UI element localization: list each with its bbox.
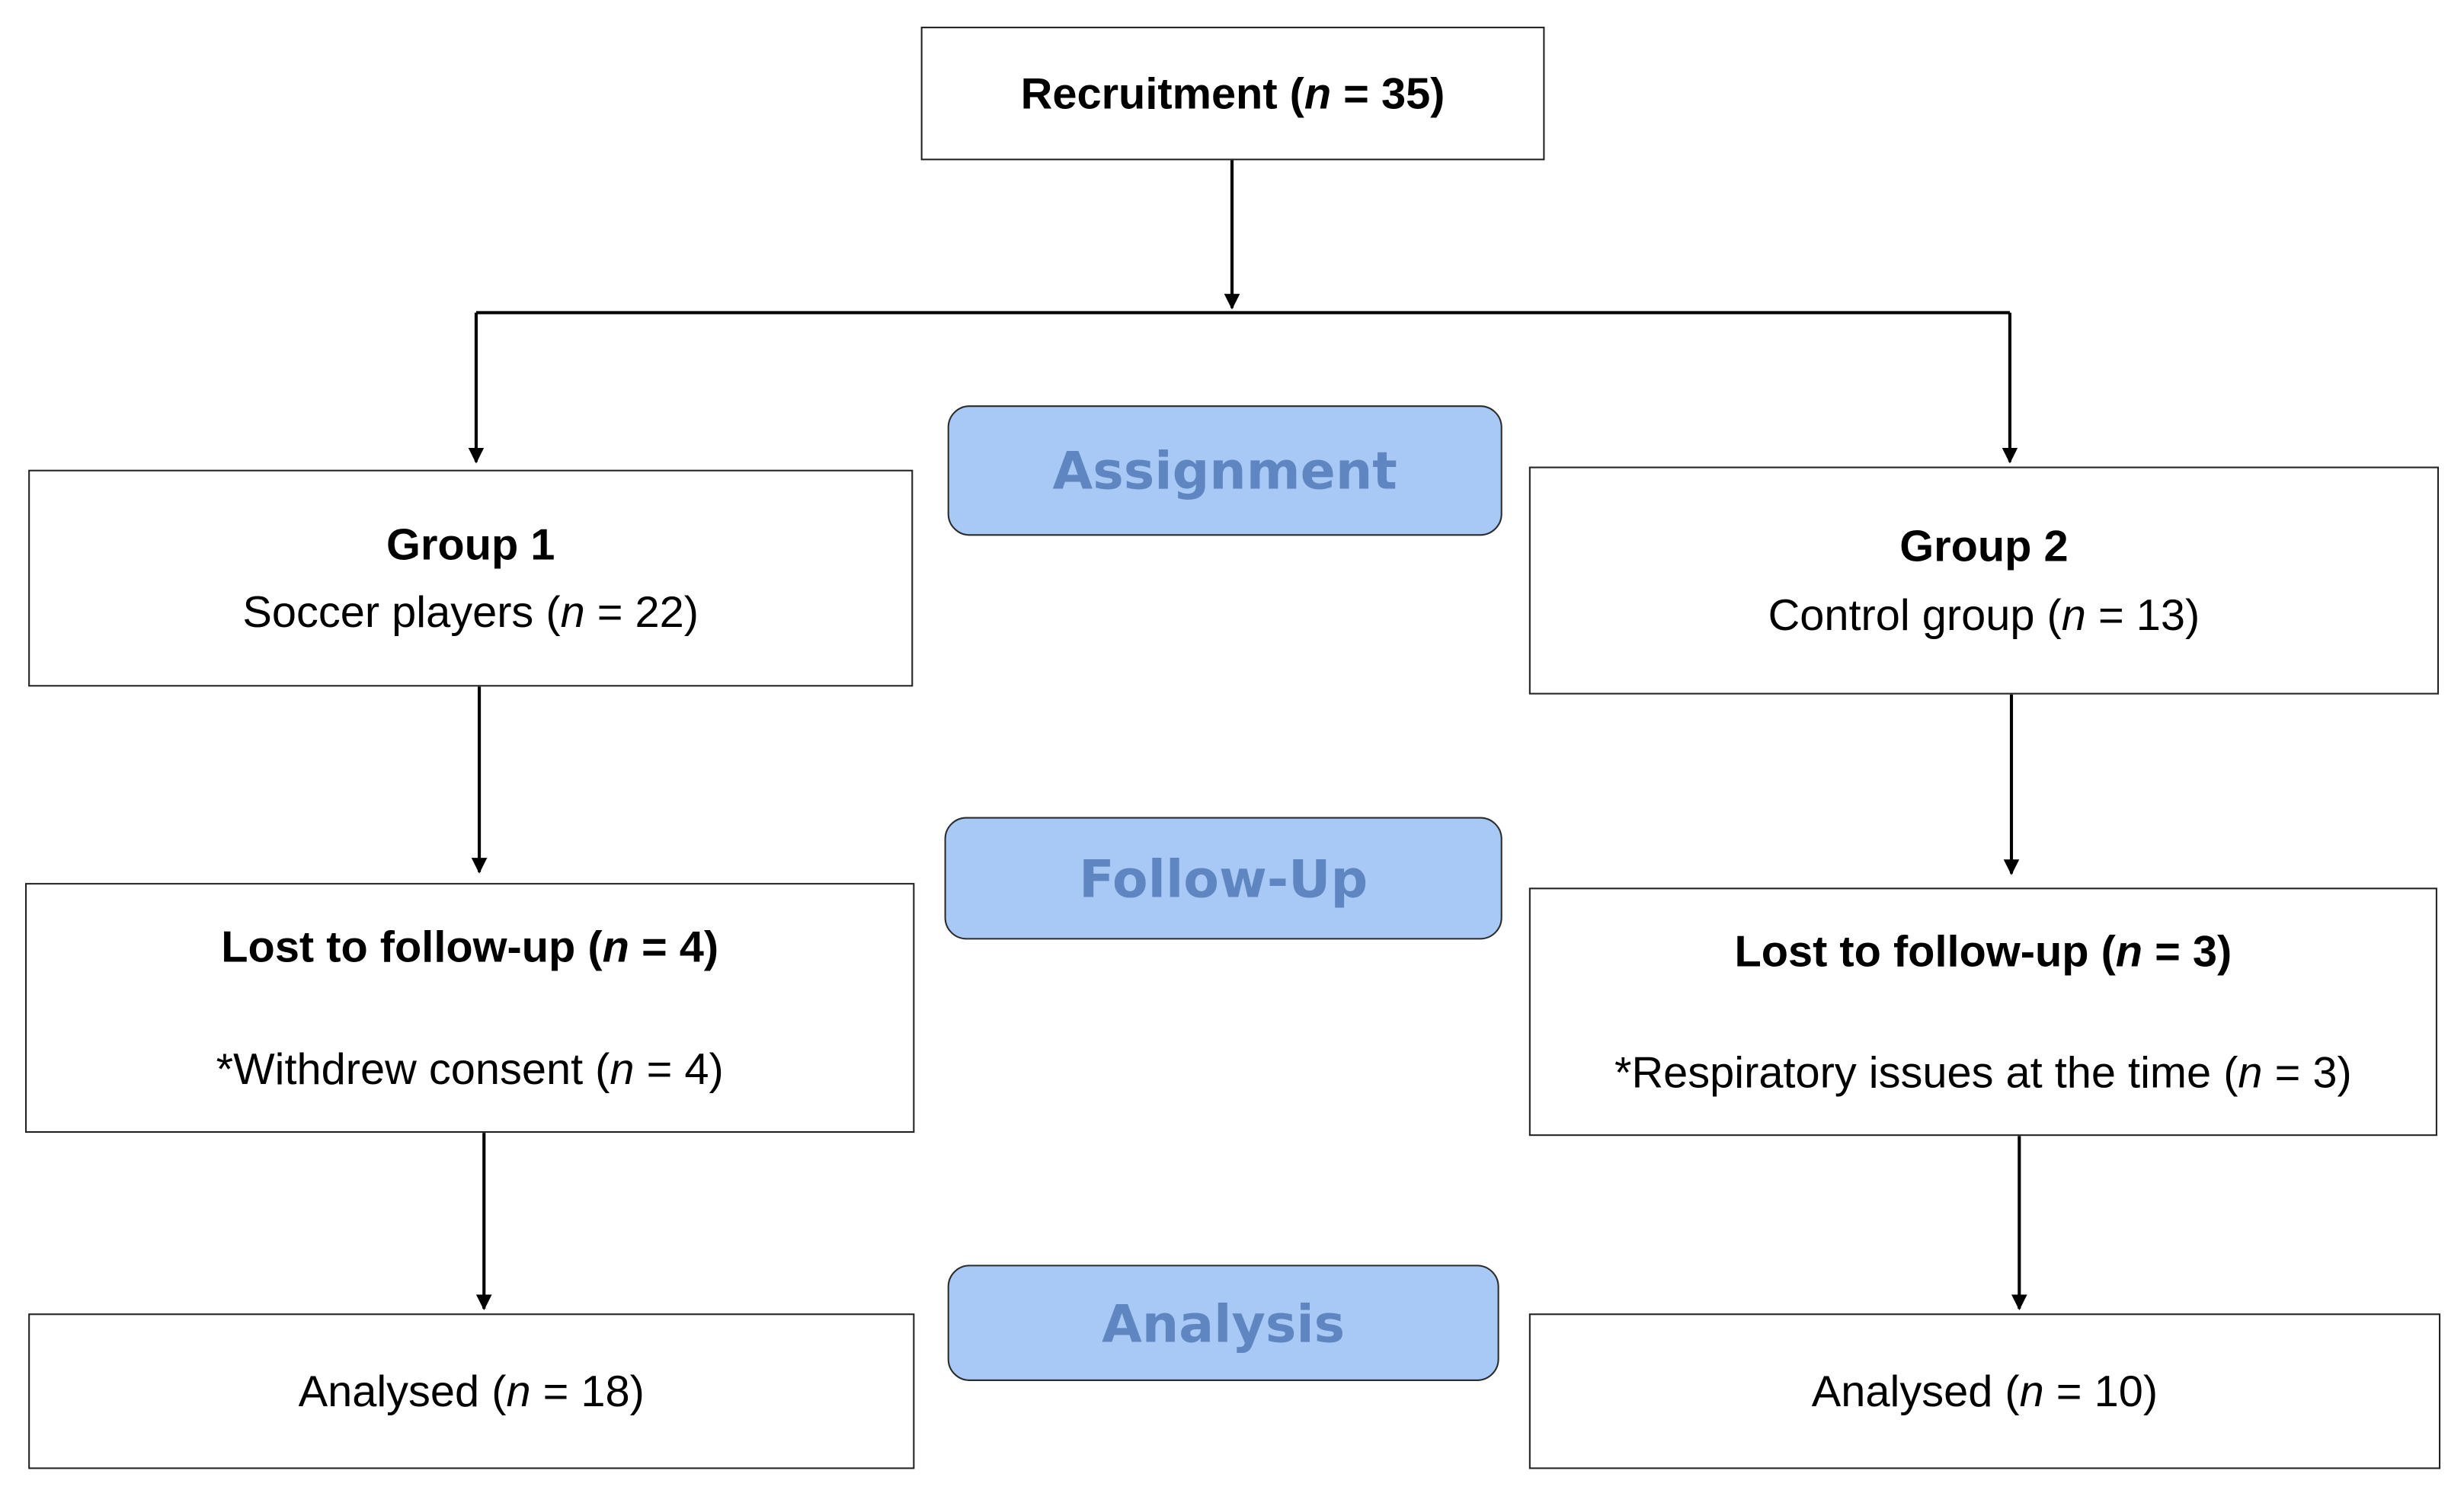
group2-description: Control group (n = 13)	[1768, 590, 2200, 639]
analysis-stage-label: Analysis	[947, 1265, 1499, 1381]
recruitment-box: Recruitment (n = 35)	[920, 27, 1545, 161]
follow-up-stage-label: Follow-Up	[944, 817, 1502, 940]
group1-lost-box: Lost to follow-up (n = 4) *Withdrew cons…	[25, 883, 915, 1133]
group1-description: Soccer players (n = 22)	[242, 587, 699, 637]
group1-lost-label: Lost to follow-up (n = 4)	[221, 922, 719, 971]
group1-analysed-box: Analysed (n = 18)	[28, 1313, 915, 1469]
group2-lost-box: Lost to follow-up (n = 3) *Respiratory i…	[1528, 887, 2437, 1137]
group2-analysed-box: Analysed (n = 10)	[1528, 1313, 2441, 1469]
assignment-stage-label: Assignment	[947, 405, 1502, 536]
group2-title: Group 2	[1899, 521, 2069, 571]
group1-title: Group 1	[386, 519, 555, 568]
group1-analysed-label: Analysed (n = 18)	[298, 1366, 645, 1415]
group1-box: Group 1 Soccer players (n = 22)	[28, 469, 914, 687]
group1-lost-reason: *Withdrew consent (n = 4)	[216, 1044, 724, 1093]
group2-lost-label: Lost to follow-up (n = 3)	[1734, 926, 2232, 976]
group2-lost-reason: *Respiratory issues at the time (n = 3)	[1614, 1047, 2352, 1097]
group2-box: Group 2 Control group (n = 13)	[1528, 466, 2439, 695]
recruitment-label: Recruitment (n = 35)	[1020, 69, 1445, 118]
group2-analysed-label: Analysed (n = 10)	[1811, 1366, 2158, 1415]
